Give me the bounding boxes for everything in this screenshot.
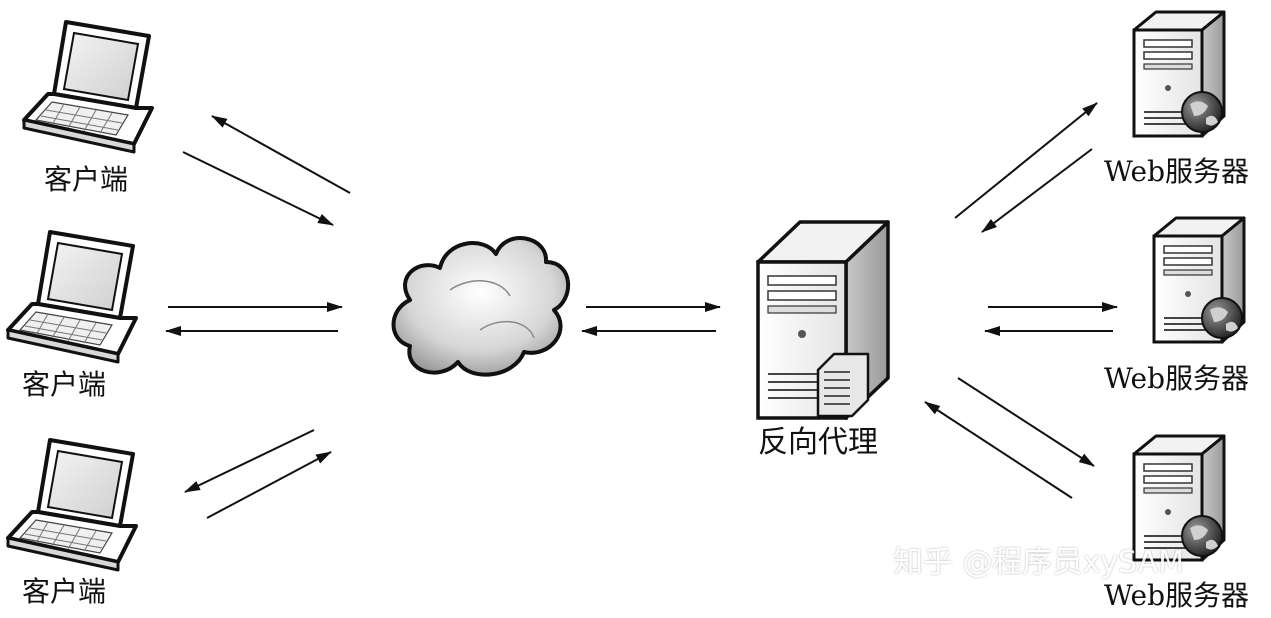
arrow-proxy-to-server3 bbox=[958, 378, 1094, 466]
arrow-server1-to-proxy bbox=[982, 149, 1092, 232]
cloud-proxy-arrows bbox=[582, 307, 720, 331]
arrow-client1-out bbox=[183, 152, 333, 225]
client-laptop-1 bbox=[24, 22, 152, 152]
server-label-2: Web服务器 bbox=[1104, 365, 1249, 393]
web-server-1-icon bbox=[1134, 12, 1224, 136]
server-label-1: Web服务器 bbox=[1104, 158, 1249, 186]
arrow-client3-out bbox=[207, 452, 331, 518]
proxy-server-arrows bbox=[925, 103, 1117, 498]
client-label-2: 客户端 bbox=[22, 371, 106, 399]
client-laptop-2 bbox=[8, 232, 136, 362]
web-server-2-icon bbox=[1154, 218, 1244, 342]
reverse-proxy-server-icon bbox=[758, 222, 888, 418]
client-laptop-3 bbox=[8, 440, 136, 570]
client-label-3: 客户端 bbox=[22, 578, 106, 606]
arrow-client1-in bbox=[212, 116, 350, 193]
server-label-3: Web服务器 bbox=[1104, 582, 1249, 610]
watermark-text: 知乎 @程序员xySAM bbox=[893, 548, 1184, 578]
client-label-1: 客户端 bbox=[44, 166, 128, 194]
client-arrows bbox=[166, 116, 350, 518]
arrow-server3-to-proxy bbox=[925, 402, 1072, 498]
internet-cloud-icon bbox=[394, 238, 569, 375]
proxy-label: 反向代理 bbox=[758, 428, 878, 458]
web-server-3-icon bbox=[1134, 436, 1224, 560]
arrow-client3-in bbox=[185, 430, 314, 492]
